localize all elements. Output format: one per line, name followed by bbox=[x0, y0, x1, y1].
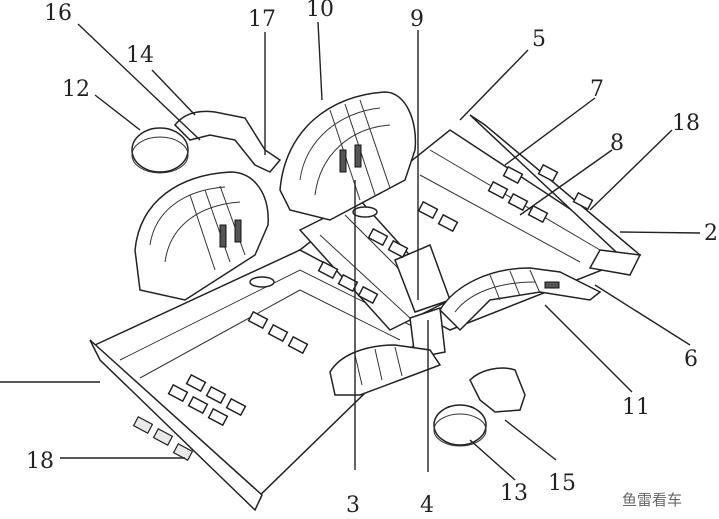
bracket-center bbox=[329, 344, 442, 396]
leader-10 bbox=[317, 21, 323, 101]
callout-7: 7 bbox=[590, 77, 604, 102]
panel-line bbox=[139, 289, 401, 379]
leader-lines bbox=[0, 21, 701, 481]
callout-6: 6 bbox=[684, 347, 698, 372]
leader-13 bbox=[469, 439, 516, 481]
leader-2 bbox=[619, 231, 701, 234]
callout-13: 13 bbox=[500, 481, 528, 506]
callout-4: 4 bbox=[420, 493, 434, 518]
air-bag-12 bbox=[131, 127, 189, 173]
callout-17: 17 bbox=[248, 7, 276, 32]
callout-10: 10 bbox=[306, 0, 334, 22]
rear-edge bbox=[588, 249, 642, 276]
floor-pads bbox=[132, 163, 594, 461]
callout-3: 3 bbox=[346, 493, 360, 518]
callout-14: 14 bbox=[126, 43, 154, 68]
component-18-tab bbox=[152, 428, 174, 446]
air-bag-13-assembly bbox=[433, 367, 526, 447]
callout-8: 8 bbox=[610, 131, 624, 156]
callout-12: 12 bbox=[62, 77, 90, 102]
leader-12 bbox=[94, 94, 141, 131]
component-18-tab bbox=[172, 443, 194, 461]
callout-11: 11 bbox=[622, 395, 650, 420]
callout-9: 9 bbox=[410, 7, 424, 32]
callout-5: 5 bbox=[532, 27, 546, 52]
panel-line bbox=[419, 174, 581, 263]
component-18-tab bbox=[132, 416, 154, 434]
bracket-11 bbox=[439, 267, 602, 332]
air-bag-13 bbox=[433, 404, 487, 446]
callout-15: 15 bbox=[548, 471, 576, 496]
leader-7 bbox=[504, 97, 596, 166]
watermark: 鱼雷看车 bbox=[622, 491, 682, 509]
callout-labels: 16 17 10 9 5 14 12 7 18 8 2 6 11 18 15 1… bbox=[26, 0, 718, 518]
leader-8 bbox=[519, 149, 613, 216]
callout-2: 2 bbox=[704, 221, 718, 246]
leader-5 bbox=[459, 49, 529, 121]
callout-18-left: 18 bbox=[26, 449, 54, 474]
left-rail bbox=[89, 339, 263, 512]
tunnel-line bbox=[319, 234, 411, 319]
leader-15 bbox=[504, 419, 557, 461]
callout-18-right: 18 bbox=[672, 111, 700, 136]
callout-16: 16 bbox=[44, 1, 72, 26]
leader-6 bbox=[594, 284, 691, 346]
leader-11 bbox=[544, 304, 633, 393]
leader-16 bbox=[77, 23, 201, 141]
seat-mount-left bbox=[134, 171, 275, 301]
leader-14 bbox=[151, 69, 196, 116]
leader-18a bbox=[589, 129, 673, 211]
air-bag-12-assembly bbox=[131, 110, 282, 174]
